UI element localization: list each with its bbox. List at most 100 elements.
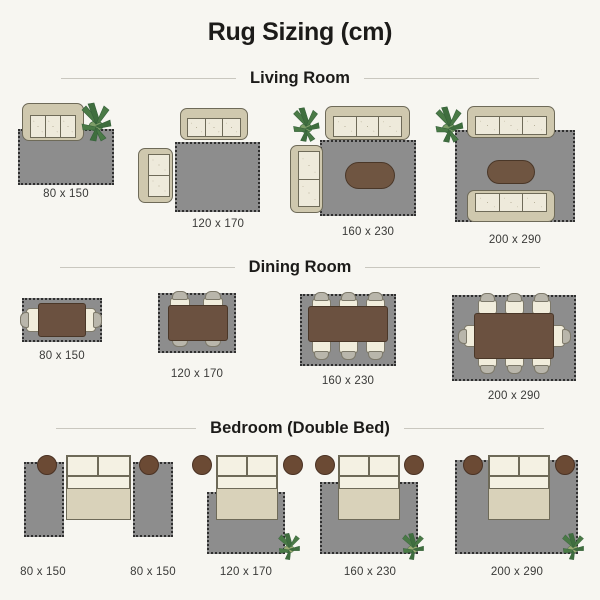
sofa-cushions [187,118,241,137]
plant-icon [435,106,464,143]
pillow-right [369,456,399,476]
size-label: 160 x 230 [343,566,397,578]
divider-line-right [365,267,541,268]
size-label: 80 x 150 [130,566,176,578]
armchair-cushion [298,151,320,207]
plant-icon [293,107,320,142]
size-label: 200 x 290 [487,390,541,402]
pillow-left [67,456,98,476]
armchair [290,145,323,213]
cushion [223,119,241,136]
plant-icon [402,533,424,560]
size-label: 80 x 150 [39,350,85,362]
cushion [149,176,169,196]
sofa-cushions [475,116,547,135]
size-label: 200 x 290 [490,566,544,578]
cushion [379,117,402,136]
bed [488,455,550,520]
cushion [61,116,75,137]
nightstand-left [192,455,212,475]
chair-back [314,292,329,301]
nightstand-left [315,455,335,475]
divider-line-right [403,428,544,429]
cushion [46,116,61,137]
cushion [149,155,169,176]
divider-line-left [59,267,235,268]
dining-table [38,303,86,337]
section-title: Bedroom (Double Bed) [210,419,390,437]
chair-back [507,365,522,374]
bed [338,455,400,520]
cushion [476,194,500,211]
sofa-3seat [325,106,410,140]
bed-sheet [489,476,549,489]
nightstand-right [555,455,575,475]
dining-table [474,313,554,359]
cushion [476,117,500,134]
sofa-3seat [180,108,248,140]
divider-line-left [61,78,237,79]
size-label: 160 x 230 [341,226,395,238]
chair-back [368,292,383,301]
divider-line-right [363,78,539,79]
rug [175,142,260,212]
dining-table [308,306,388,342]
chair-back [314,351,329,360]
page-title: Rug Sizing (cm) [207,18,393,46]
chair-back [534,365,549,374]
coffee-table [345,162,395,189]
size-label: 160 x 230 [321,375,375,387]
nightstand-left [37,455,57,475]
bed [216,455,278,520]
plant-icon [562,533,584,560]
cushion [188,119,206,136]
chair-back [562,329,571,344]
bed-sheet [67,476,130,489]
cushion [356,117,380,136]
sofa-cushions [30,115,76,138]
cushion [499,194,524,211]
size-label: 200 x 290 [488,234,542,246]
bed [66,455,131,520]
sofa-cushions [333,116,402,137]
chair-back [172,291,188,300]
size-label: 80 x 150 [43,188,89,200]
size-label: 120 x 170 [191,218,245,230]
coffee-table [487,160,535,184]
divider-line-left [56,428,197,429]
section-header-living-room: Living Room [0,69,600,88]
pillow-left [217,456,247,476]
bed-sheet [217,476,277,489]
chair-back [20,312,29,328]
size-label: 80 x 150 [20,566,66,578]
size-label: 120 x 170 [219,566,273,578]
size-label: 120 x 170 [170,368,224,380]
pillow-right [519,456,549,476]
chair-back [534,293,549,302]
cushion [299,152,319,180]
chair-back [341,292,356,301]
section-header-dining-room: Dining Room [0,258,600,277]
bed-sheet [339,476,399,489]
sofa-3seat [22,103,84,141]
pillow-left [339,456,369,476]
chair-back [458,329,467,344]
chair-back [480,365,495,374]
nightstand-right [404,455,424,475]
section-title: Dining Room [248,258,352,276]
cushion [334,117,357,136]
pillow-right [247,456,277,476]
cushion [523,194,547,211]
section-title: Living Room [250,69,350,87]
chair-back [93,312,102,328]
armchair [138,148,173,203]
pillow-left [489,456,519,476]
cushion [499,117,524,134]
nightstand-right [283,455,303,475]
cushion [299,179,319,206]
sofa-3seat-bottom [467,190,555,222]
sofa-3seat-top [467,106,555,138]
chair-back [507,293,522,302]
pillow-right [98,456,130,476]
